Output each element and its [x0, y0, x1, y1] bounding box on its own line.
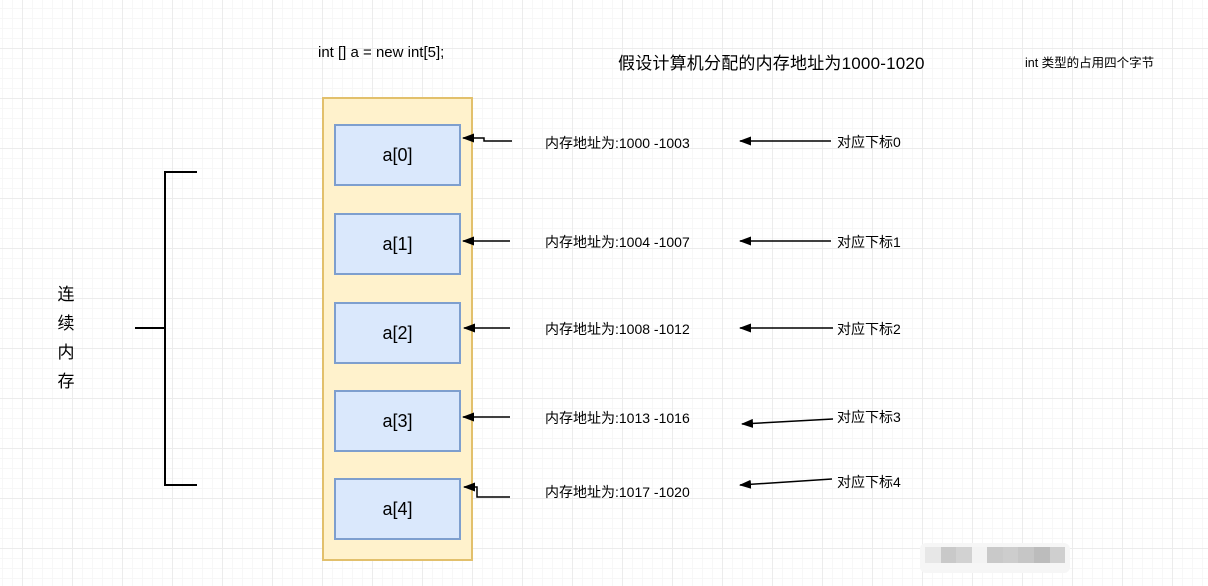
index-label-3: 对应下标3 — [837, 409, 901, 425]
array-cell-3: a[3] — [334, 390, 461, 452]
watermark-block — [1033, 547, 1050, 563]
array-cell-2: a[2] — [334, 302, 461, 364]
address-label-1: 内存地址为:1004 -1007 — [545, 234, 690, 250]
address-label-0: 内存地址为:1000 -1003 — [545, 135, 690, 151]
watermark-block — [956, 547, 972, 563]
code-label: int [] a = new int[5]; — [318, 44, 445, 61]
watermark-block — [1018, 547, 1034, 563]
blurred-watermark — [920, 543, 1070, 573]
array-cell-0: a[0] — [334, 124, 461, 186]
index-label-2: 对应下标2 — [837, 321, 901, 337]
arrow-index-3 — [741, 418, 834, 428]
address-label-2: 内存地址为:1008 -1012 — [545, 321, 690, 337]
byte-note: int 类型的占用四个字节 — [1025, 56, 1155, 70]
address-label-3: 内存地址为:1013 -1016 — [545, 410, 690, 426]
watermark-block — [1049, 547, 1066, 563]
watermark-block — [987, 547, 1003, 563]
index-label-4: 对应下标4 — [837, 474, 901, 490]
index-label-0: 对应下标0 — [837, 134, 901, 150]
watermark-block — [1002, 547, 1019, 563]
watermark-block — [971, 547, 988, 563]
arrow-index-4 — [739, 478, 833, 489]
title: 假设计算机分配的内存地址为1000-1020 — [618, 54, 925, 73]
array-cell-1: a[1] — [334, 213, 461, 275]
watermark-block — [925, 547, 941, 563]
index-label-1: 对应下标1 — [837, 234, 901, 250]
array-cell-4: a[4] — [334, 478, 461, 540]
continuous-memory-bracket — [135, 171, 197, 486]
watermark-block — [940, 547, 957, 563]
address-label-4: 内存地址为:1017 -1020 — [545, 484, 690, 500]
bracket-label: 连续内存 — [57, 285, 75, 391]
